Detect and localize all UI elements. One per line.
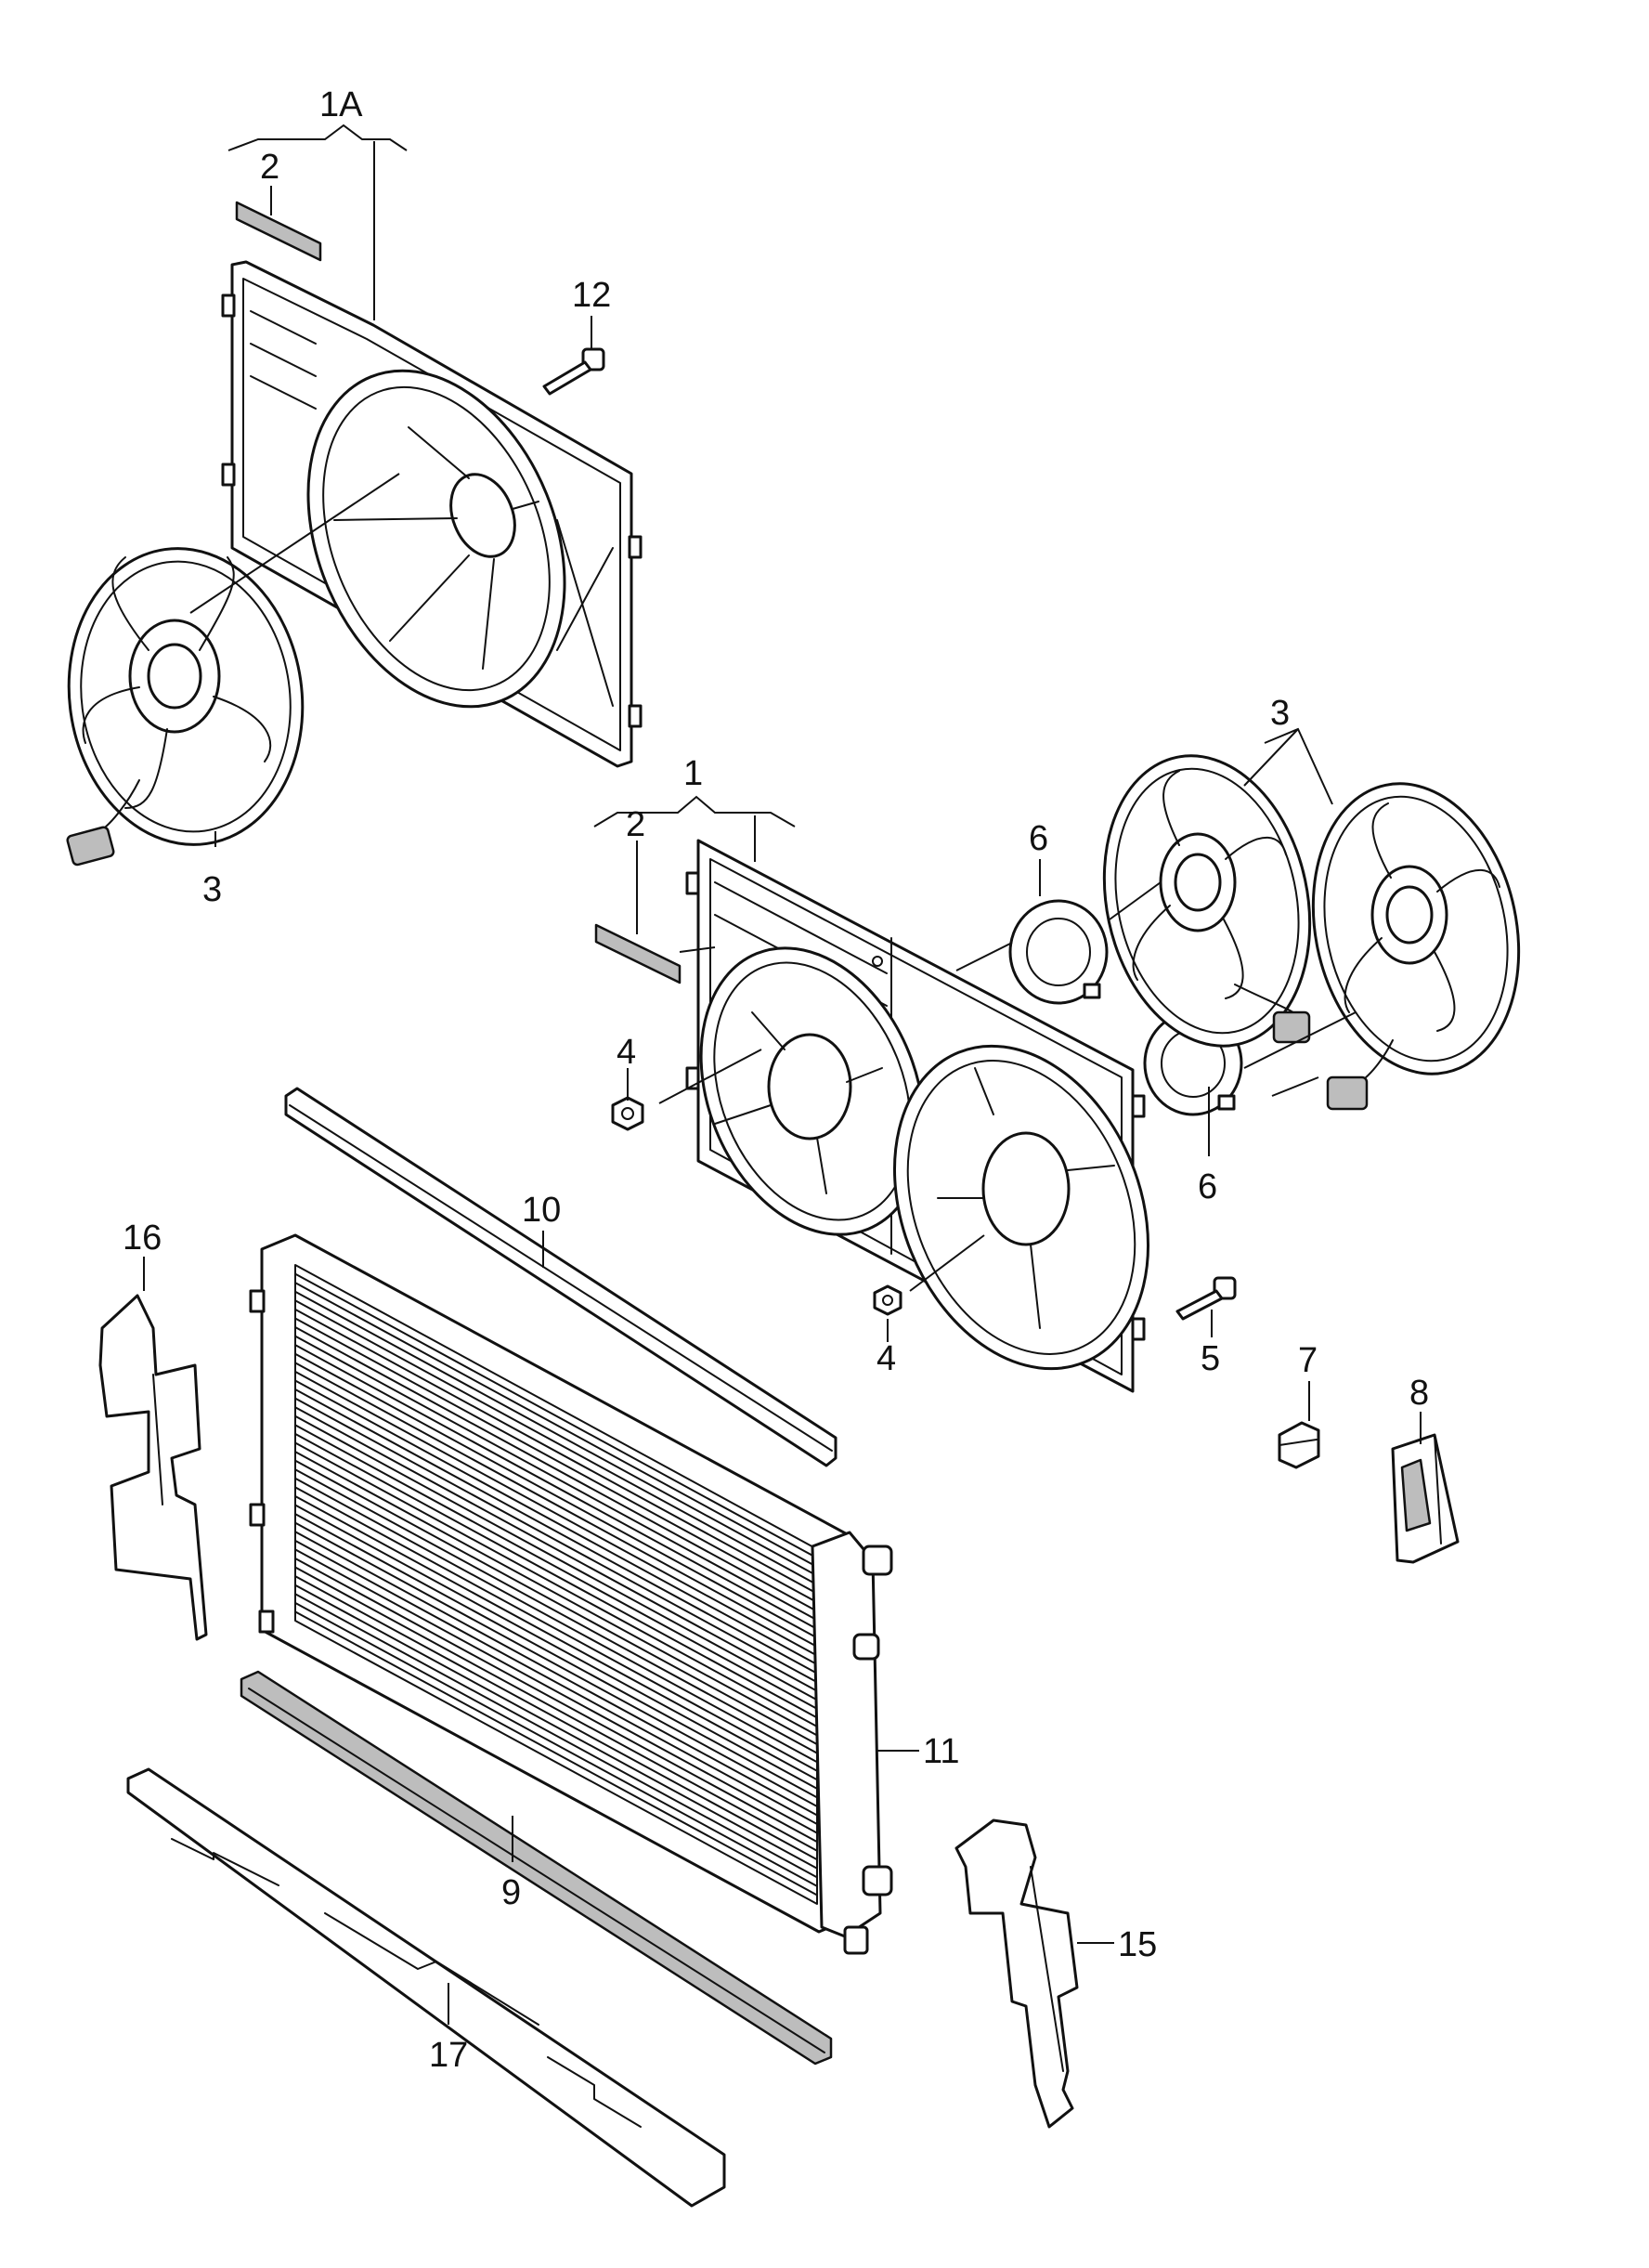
fan-shroud-twin [685,839,1149,1393]
seal-strip-10 [284,1087,837,1467]
callout-7: 7 [1298,1341,1318,1380]
fan-shroud-single [221,260,643,768]
bracket-8 [1391,1433,1460,1564]
callout-6-upper: 6 [1029,819,1048,858]
air-guide-15 [954,1818,1079,2129]
callout-2-upper: 2 [260,148,279,187]
bolt-5 [1175,1276,1237,1321]
callout-1: 1 [683,754,703,793]
callout-2-lower: 2 [626,805,645,844]
leader-lines [143,124,1422,2025]
fan-left [66,547,305,867]
seal-strip-9 [240,1670,833,2066]
nut-4-upper [611,1096,644,1131]
ring-6-upper [1008,899,1109,1005]
callout-11: 11 [923,1732,959,1771]
callouts: 1A 2 12 3 1 2 3 6 6 4 4 5 7 8 10 16 11 9… [123,85,1429,2075]
callout-4-upper: 4 [617,1033,636,1072]
label-sticker-2a [235,201,322,262]
callout-1A: 1A [319,85,363,124]
callout-15: 15 [1118,1925,1157,1964]
label-sticker-2b [594,923,682,984]
callout-9: 9 [501,1873,521,1912]
callout-5: 5 [1201,1339,1220,1378]
callout-4-lower: 4 [876,1339,896,1378]
fan-right-1 [1102,754,1312,1048]
callout-17: 17 [429,2036,468,2075]
callout-3-left: 3 [202,870,222,909]
callout-16: 16 [123,1219,162,1258]
radiator-11 [249,1233,893,1955]
nut-4-lower [873,1284,902,1316]
clip-7 [1278,1421,1320,1469]
bolt-12 [542,347,605,396]
callout-8: 8 [1409,1374,1429,1413]
callout-6-lower: 6 [1198,1167,1217,1206]
fan-right-2 [1311,782,1521,1111]
callout-12: 12 [572,276,611,315]
callout-3-right: 3 [1270,694,1290,733]
air-guide-16 [98,1294,208,1641]
air-guide-17 [126,1767,726,2208]
callout-10: 10 [522,1191,561,1230]
